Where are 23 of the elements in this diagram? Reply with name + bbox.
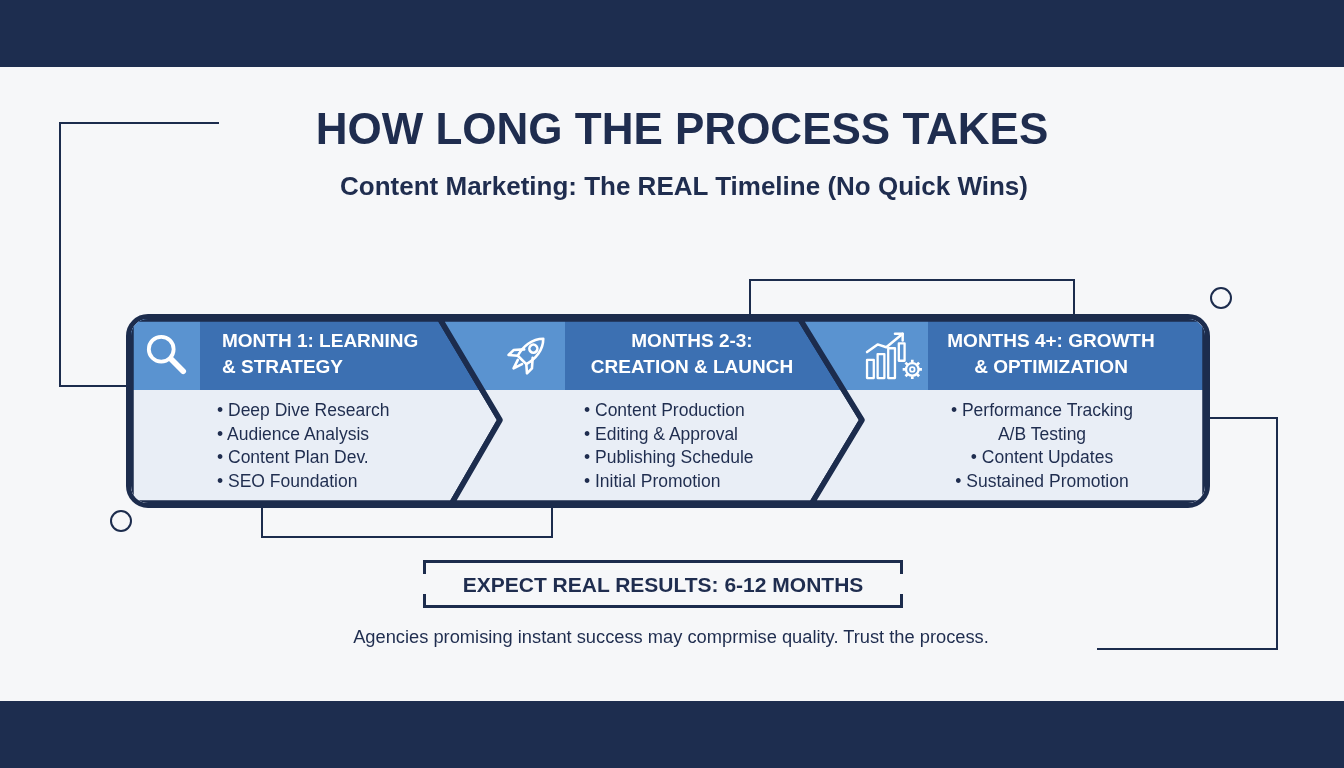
bullet-item: • Content Updates bbox=[970, 446, 1114, 468]
bullet-item: • Audience Analysis bbox=[217, 422, 370, 445]
callout-text: EXPECT REAL RESULTS: 6-12 MONTHS bbox=[462, 572, 864, 597]
footnote: Agencies promising instant success may comprmise quality. Trust the process. bbox=[353, 626, 989, 648]
callout-box bbox=[423, 560, 903, 608]
bullet-item: • Publishing Schedule bbox=[584, 446, 754, 468]
phase-heading: MONTHS 2-3: CREATION & LAUNCH bbox=[589, 329, 795, 379]
bullet-item: A/B Testing bbox=[997, 422, 1087, 445]
phase-panel bbox=[800, 319, 1205, 503]
bullet-item: • SEO Foundation bbox=[217, 469, 358, 492]
phase-heading: MONTHS 4+: GROWTH & OPTIMIZATION bbox=[946, 329, 1156, 379]
bullet-item: • Content Production bbox=[584, 399, 745, 421]
timeline-frame bbox=[126, 314, 1210, 508]
phase-panel bbox=[131, 319, 500, 503]
bullet-item: • Performance Tracking bbox=[950, 399, 1134, 421]
bullet-item: • Editing & Approval bbox=[584, 422, 738, 445]
bullet-item: • Content Plan Dev. bbox=[217, 446, 369, 468]
bullet-item: • Sustained Promotion bbox=[955, 469, 1129, 492]
subtitle: Content Marketing: The REAL Timeline (No Quick Wins) bbox=[340, 171, 1028, 202]
bullet-item: • Initial Promotion bbox=[584, 469, 721, 492]
bullet-item: • Deep Dive Research bbox=[217, 399, 390, 421]
title: HOW LONG THE PROCESS TAKES bbox=[315, 104, 1049, 154]
phase-heading: MONTH 1: LEARNING & STRATEGY bbox=[222, 329, 420, 379]
